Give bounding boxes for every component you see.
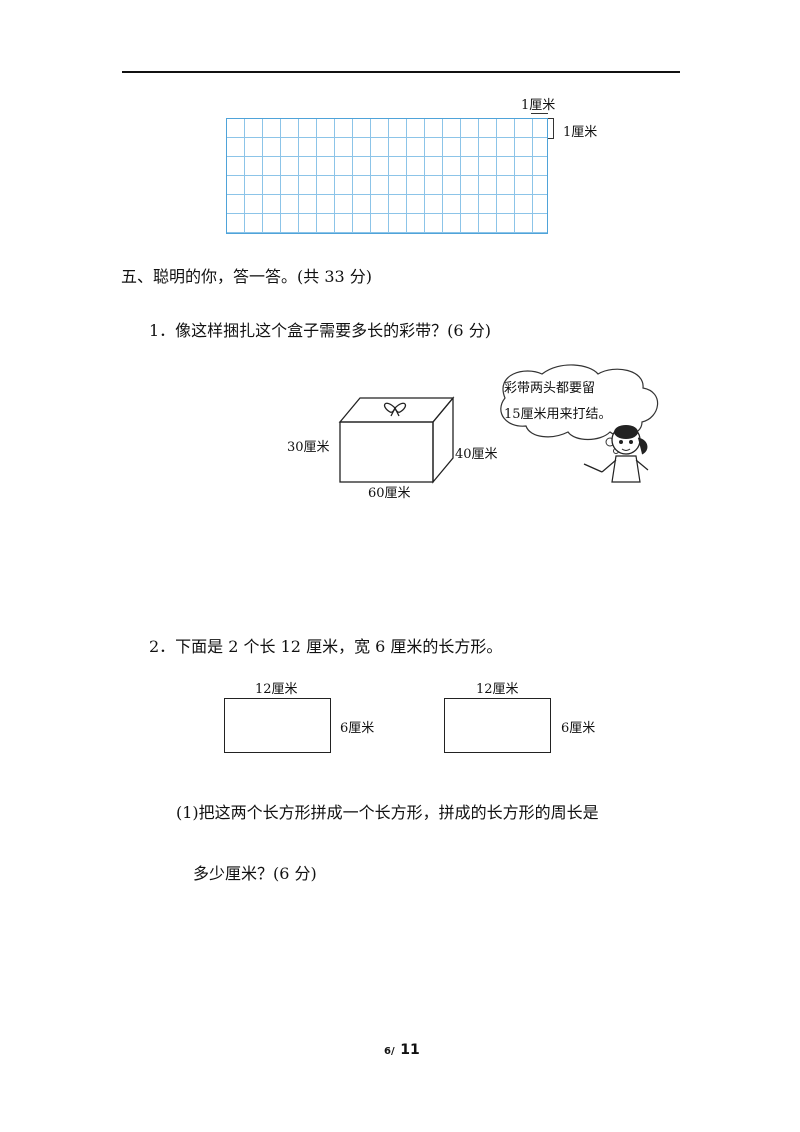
question-2-sub-1-line-1: (1)把这两个长方形拼成一个长方形，拼成的长方形的周长是 — [176, 803, 599, 822]
box-length-label: 60厘米 — [368, 486, 411, 501]
box-width-label: 40厘米 — [455, 447, 498, 462]
question-2-sub-1-line-2: 多少厘米？(6 分) — [193, 864, 317, 883]
grid-unit-label-side: 1厘米 — [563, 125, 598, 140]
header-rule — [122, 71, 680, 73]
question-2-text: 2．下面是 2 个长 12 厘米，宽 6 厘米的长方形。 — [149, 637, 503, 656]
bow-tails — [390, 407, 400, 417]
grid-unit-label-top: 1厘米 — [521, 98, 556, 113]
page-number: 6/ 11 — [384, 1039, 420, 1058]
page-total: 11 — [400, 1042, 420, 1058]
rect-2-width-label: 6厘米 — [561, 721, 596, 736]
gift-box-illustration — [338, 364, 659, 484]
rectangle-2 — [444, 698, 551, 753]
dotted-grid — [226, 118, 548, 234]
grid-unit-bracket-top — [531, 113, 548, 114]
grid-unit-bracket-side — [548, 118, 554, 139]
bubble-text-line-1: 彩带两头都要留 — [504, 381, 596, 396]
rectangle-1 — [224, 698, 331, 753]
question-1-text: 1．像这样捆扎这个盒子需要多长的彩带？(6 分) — [149, 321, 491, 340]
box-height-label: 30厘米 — [287, 440, 330, 455]
page-separator: / — [390, 1046, 395, 1057]
bubble-text-line-2: 15厘米用来打结。 — [504, 407, 612, 422]
speech-bubble — [500, 364, 659, 441]
rect-1-length-label: 12厘米 — [255, 682, 298, 697]
rect-2-length-label: 12厘米 — [476, 682, 519, 697]
rect-1-width-label: 6厘米 — [340, 721, 375, 736]
box-side-face — [432, 396, 454, 484]
page-current: 6 — [384, 1046, 391, 1057]
box-front-face — [339, 421, 434, 483]
section-title: 五、聪明的你，答一答。(共 33 分) — [121, 267, 373, 286]
cartoon-character — [583, 425, 649, 483]
